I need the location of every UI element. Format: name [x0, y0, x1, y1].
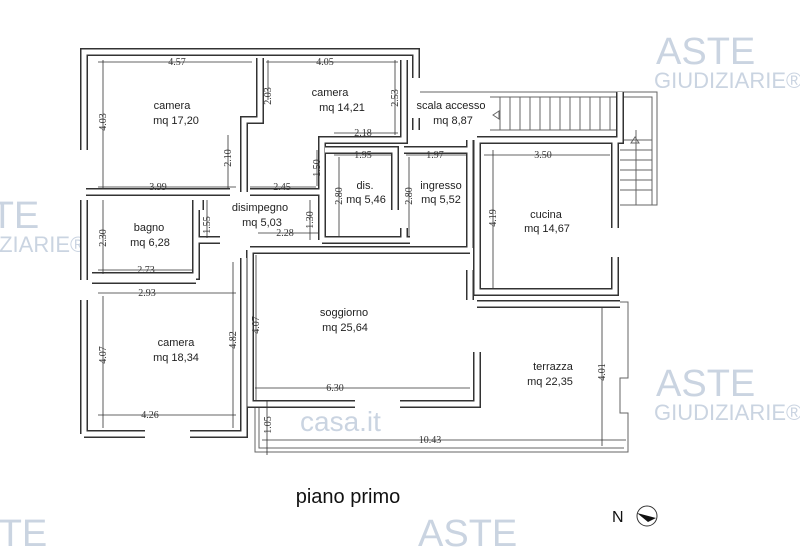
svg-text:ASTE: ASTE [656, 31, 755, 73]
svg-text:disimpegno: disimpegno [232, 202, 288, 214]
dim-label: 2.73 [137, 265, 155, 276]
room-scala-accesso: scala accesso mq 8,87 [416, 100, 485, 127]
dimension-lines [98, 60, 626, 455]
dim-label: 2.18 [354, 128, 372, 139]
room-camera-3: camera mq 18,34 [153, 337, 199, 364]
dim-label: 3.50 [534, 150, 552, 161]
room-labels: camera mq 17,20 camera mq 14,21 scala acce… [130, 87, 574, 388]
terrace-inner-outline [258, 402, 624, 449]
watermark: ASTE ASTE [0, 513, 517, 549]
dim-label: 2.53 [390, 89, 401, 107]
dim-label: 4.03 [98, 113, 109, 131]
dim-label: 1.50 [312, 159, 323, 177]
dim-label: 10.43 [419, 435, 442, 446]
walls [80, 48, 624, 438]
svg-text:mq 5,46: mq 5,46 [346, 194, 386, 206]
room-soggiorno: soggiorno mq 25,64 [320, 307, 368, 334]
svg-text:ASTE: ASTE [656, 363, 755, 405]
north-compass: N [612, 505, 658, 527]
dim-label: 2.30 [98, 229, 109, 247]
dim-label: 2.03 [263, 87, 274, 105]
svg-text:mq 18,34: mq 18,34 [153, 352, 199, 364]
compass-circle [636, 505, 658, 527]
svg-text:ASTE: ASTE [418, 513, 517, 549]
dim-label: 1.95 [354, 150, 372, 161]
room-dis: dis. mq 5,46 [346, 180, 386, 206]
dim-label: 3.99 [149, 182, 167, 193]
north-label: N [612, 509, 624, 526]
svg-text:camera: camera [154, 100, 192, 112]
svg-text:scala accesso: scala accesso [416, 100, 485, 112]
north-arrow-icon [637, 513, 656, 522]
floor-title: piano primo [296, 486, 401, 508]
dimension-labels: 4.57 4.05 4.03 2.03 2.53 2.18 2.10 1.50 … [98, 57, 608, 446]
room-camera-2: camera mq 14,21 [312, 87, 365, 114]
dim-label: 4.07 [98, 346, 109, 364]
svg-text:mq 5,52: mq 5,52 [421, 194, 461, 206]
room-ingresso: ingresso mq 5,52 [420, 180, 462, 206]
svg-text:GIUDIZIARIE®: GIUDIZIARIE® [0, 232, 86, 257]
dim-label: 6.30 [326, 383, 344, 394]
svg-text:ASTE: ASTE [0, 195, 39, 237]
svg-text:mq 17,20: mq 17,20 [153, 115, 199, 127]
dim-label: 2.28 [276, 228, 294, 239]
svg-text:mq 14,21: mq 14,21 [319, 102, 365, 114]
dim-label: 1.55 [202, 216, 213, 234]
dim-label: 4.05 [316, 57, 334, 68]
svg-text:mq 6,28: mq 6,28 [130, 237, 170, 249]
svg-text:ASTE: ASTE [0, 513, 47, 549]
svg-text:ingresso: ingresso [420, 180, 462, 192]
svg-text:mq 14,67: mq 14,67 [524, 223, 570, 235]
dim-label: 4.26 [141, 410, 159, 421]
dim-label: 4.19 [488, 209, 499, 227]
svg-text:camera: camera [158, 337, 196, 349]
dim-label: 2.80 [334, 187, 345, 205]
room-cucina: cucina mq 14,67 [524, 209, 570, 235]
svg-text:bagno: bagno [134, 222, 165, 234]
terrace-outline [254, 301, 629, 453]
dim-label: 4.07 [251, 316, 262, 334]
dim-label: 1.97 [426, 150, 444, 161]
svg-text:dis.: dis. [356, 180, 373, 192]
svg-text:GIUDIZIARIE®: GIUDIZIARIE® [654, 400, 800, 425]
svg-text:mq 25,64: mq 25,64 [322, 322, 368, 334]
dim-label: 2.10 [223, 149, 234, 167]
dim-label: 1.05 [263, 416, 274, 434]
room-camera-1: camera mq 17,20 [153, 100, 199, 127]
svg-text:soggiorno: soggiorno [320, 307, 368, 319]
svg-text:mq 22,35: mq 22,35 [527, 376, 573, 388]
stairs [420, 91, 658, 206]
svg-text:camera: camera [312, 87, 350, 99]
svg-text:cucina: cucina [530, 209, 563, 221]
svg-text:mq 8,87: mq 8,87 [433, 115, 473, 127]
dim-label: 4.82 [228, 331, 239, 349]
casa-watermark: casa.it [300, 406, 381, 437]
svg-text:GIUDIZIARIE®: GIUDIZIARIE® [654, 68, 800, 93]
svg-text:terrazza: terrazza [533, 361, 574, 373]
dim-label: 2.80 [404, 187, 415, 205]
room-disimpegno: disimpegno mq 5,03 [232, 202, 288, 229]
dim-label: 1.30 [305, 211, 316, 229]
dim-label: 4.57 [168, 57, 186, 68]
dim-label: 4.01 [597, 363, 608, 381]
room-bagno: bagno mq 6,28 [130, 222, 170, 249]
room-terrazza: terrazza mq 22,35 [527, 361, 574, 388]
dim-label: 2.93 [138, 288, 156, 299]
svg-text:mq 5,03: mq 5,03 [242, 217, 282, 229]
dim-label: 2.45 [273, 182, 291, 193]
